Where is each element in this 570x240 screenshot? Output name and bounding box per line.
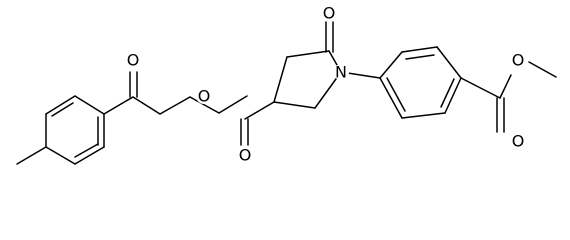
atom-label: O bbox=[239, 146, 252, 165]
bond bbox=[528, 61, 557, 78]
bond bbox=[45, 146, 76, 165]
atom-label: O bbox=[512, 51, 525, 70]
bond bbox=[436, 46, 462, 79]
aromatic-bond bbox=[386, 77, 406, 112]
bond bbox=[189, 96, 220, 114]
bond bbox=[401, 46, 438, 53]
bond bbox=[45, 95, 76, 115]
bond bbox=[74, 95, 105, 115]
atom-n-ring: N bbox=[333, 63, 349, 82]
bond bbox=[244, 101, 275, 120]
bond bbox=[379, 77, 403, 119]
aromatic-bond bbox=[51, 102, 74, 117]
atom-o-carboxyl-carbonyl: O bbox=[237, 146, 253, 165]
bond bbox=[286, 50, 330, 58]
bond bbox=[132, 96, 161, 115]
pyrrolidinone-ring bbox=[273, 50, 342, 109]
tolyl-ring bbox=[45, 95, 105, 165]
bond bbox=[159, 96, 191, 115]
atom-label: N bbox=[335, 63, 347, 82]
aromatic-bond bbox=[440, 78, 455, 108]
atom-label: O bbox=[198, 87, 211, 106]
atom-o-ester-link: O bbox=[196, 87, 212, 106]
atom-o-methyl-ester-carbonyl: O bbox=[510, 132, 526, 151]
atom-o-methoxy: O bbox=[510, 51, 526, 70]
atom-label: O bbox=[512, 132, 525, 151]
benzoate-ring bbox=[379, 46, 462, 119]
chemical-structure: O O O O N O O bbox=[16, 4, 557, 165]
bond bbox=[103, 96, 134, 115]
atom-o-lactam: O bbox=[321, 4, 337, 23]
bond bbox=[401, 112, 446, 119]
bond bbox=[218, 95, 248, 114]
atom-o-ketone: O bbox=[125, 51, 141, 70]
bond bbox=[499, 74, 512, 99]
bond bbox=[379, 51, 403, 79]
methyl-bond bbox=[16, 146, 47, 165]
atom-label: O bbox=[127, 51, 140, 70]
bond bbox=[444, 77, 462, 114]
aromatic-bond bbox=[74, 143, 99, 158]
bond bbox=[460, 77, 501, 99]
aromatic-bond bbox=[405, 54, 435, 60]
bond bbox=[273, 101, 316, 109]
bond bbox=[273, 56, 288, 103]
bond bbox=[74, 146, 105, 165]
atom-label: O bbox=[323, 4, 336, 23]
